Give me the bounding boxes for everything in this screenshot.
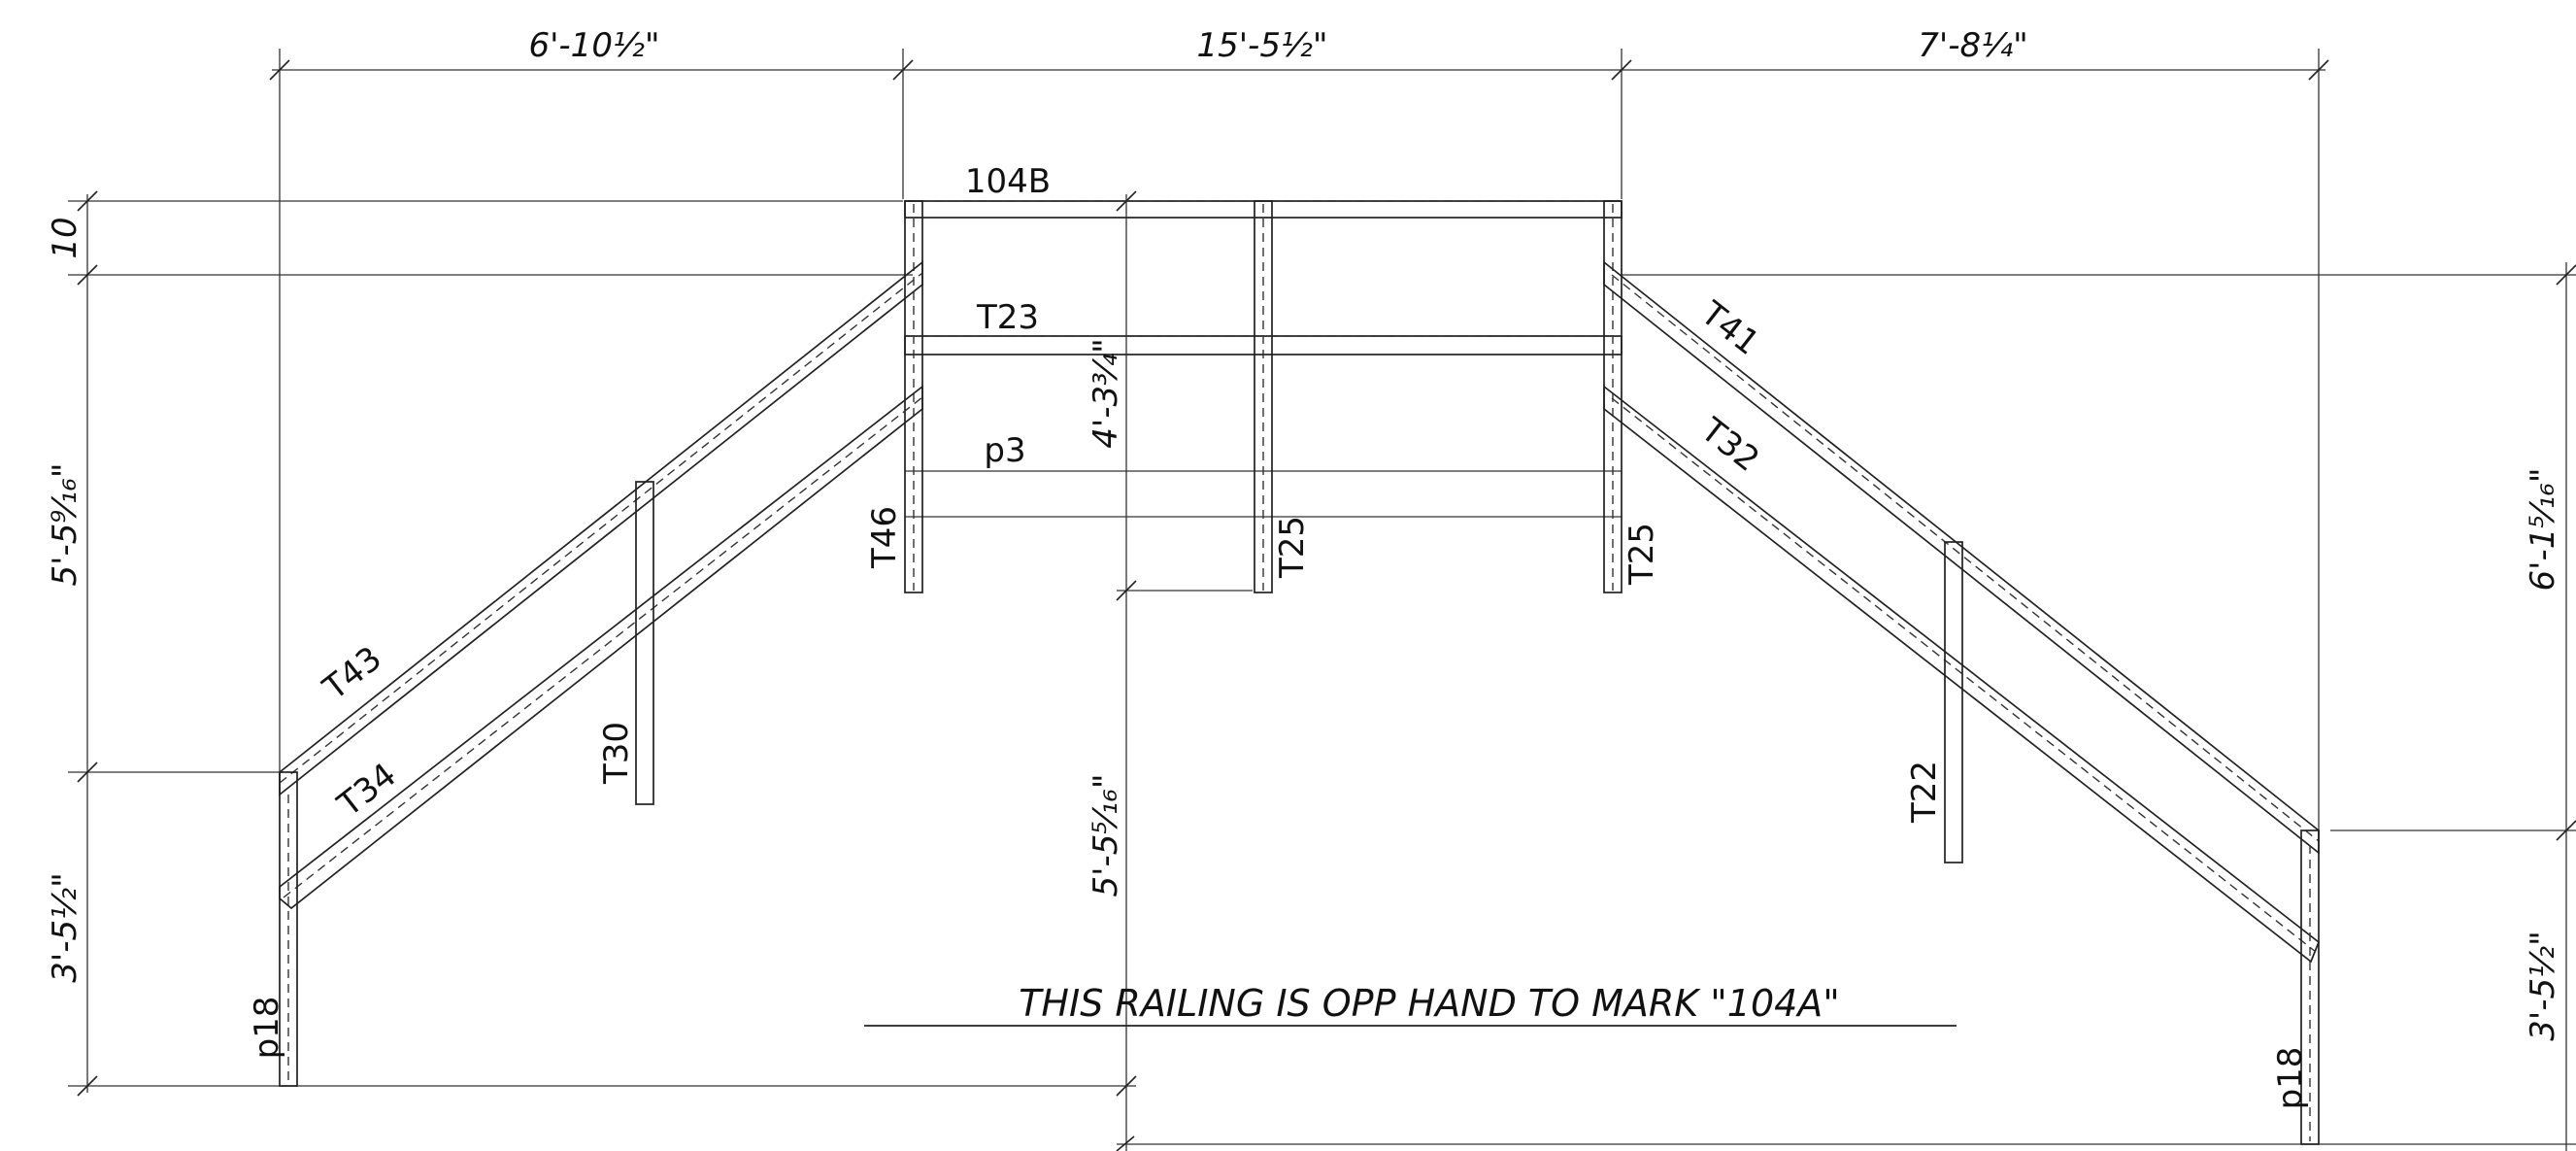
label-p18-left: p18: [248, 997, 286, 1060]
label-t22: T22: [1905, 761, 1944, 824]
label-t41: T41: [1692, 293, 1766, 363]
label-t46: T46: [865, 506, 904, 569]
label-t25-left: T25: [1273, 516, 1312, 579]
label-t30: T30: [597, 722, 636, 785]
label-mark: 104B: [965, 162, 1051, 201]
label-t32: T32: [1692, 410, 1766, 480]
label-p18-right: p18: [2271, 1047, 2310, 1110]
dim-left-top: 10: [46, 217, 84, 258]
railing-geometry: [279, 200, 2321, 1145]
label-p3: p3: [984, 431, 1025, 470]
dim-left-bottom: 3'-5½": [46, 872, 84, 982]
dim-right-lower: 3'-5½": [2524, 931, 2562, 1040]
dim-center-upper: 4'-3¾": [1087, 338, 1125, 448]
label-t23: T23: [976, 298, 1039, 337]
dim-right-upper: 6'-1⁵⁄₁₆": [2524, 467, 2562, 591]
label-t34: T34: [330, 756, 404, 826]
drawing-note: THIS RAILING IS OPP HAND TO MARK "104A": [1019, 982, 1840, 1025]
label-t25-right: T25: [1623, 523, 1661, 586]
dim-center-lower: 5'-5⁵⁄₁₆": [1087, 773, 1125, 897]
dim-top-left: 6'-10½": [528, 26, 659, 65]
dim-left-mid: 5'-5⁹⁄₁₆": [46, 462, 84, 586]
dim-top-mid: 15'-5½": [1196, 26, 1327, 65]
dim-top-right: 7'-8¼": [1918, 26, 2027, 65]
label-t43: T43: [316, 639, 389, 709]
